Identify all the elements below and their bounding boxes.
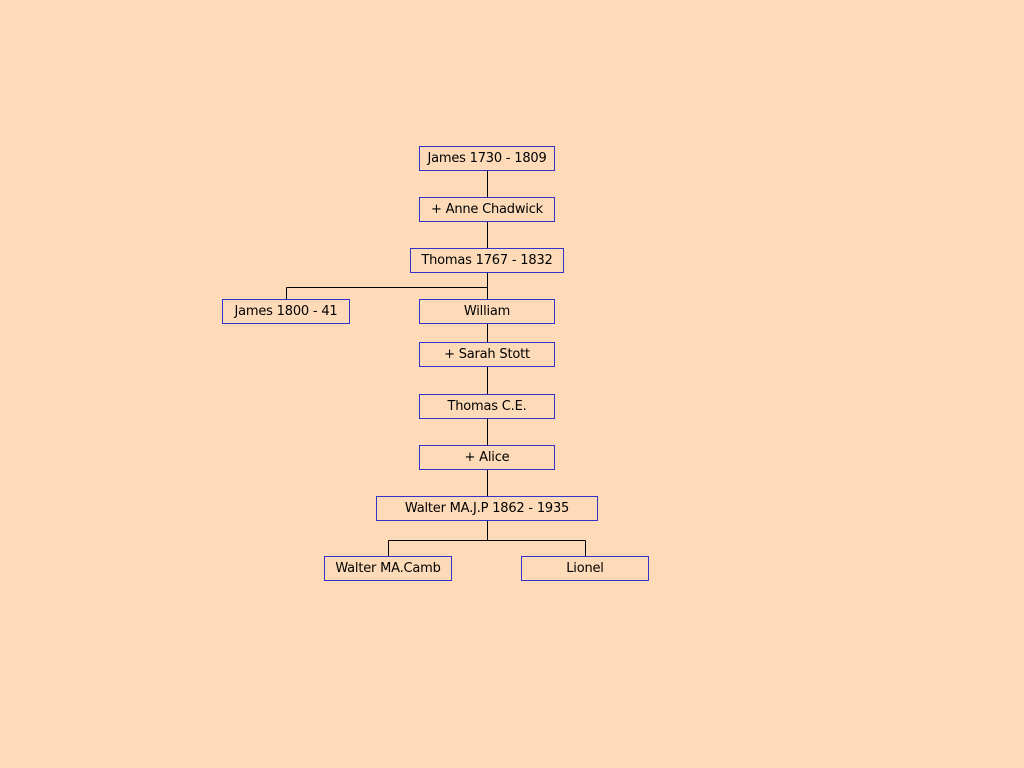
node-walter-camb: Walter MA.Camb bbox=[324, 556, 452, 581]
node-james-1730: James 1730 - 1809 bbox=[419, 146, 555, 171]
node-james-1800: James 1800 - 41 bbox=[222, 299, 350, 324]
node-william: William bbox=[419, 299, 555, 324]
node-alice: + Alice bbox=[419, 445, 555, 470]
node-sarah-stott: + Sarah Stott bbox=[419, 342, 555, 367]
node-thomas-1767: Thomas 1767 - 1832 bbox=[410, 248, 564, 273]
node-lionel: Lionel bbox=[521, 556, 649, 581]
node-anne-chadwick: + Anne Chadwick bbox=[419, 197, 555, 222]
node-thomas-ce: Thomas C.E. bbox=[419, 394, 555, 419]
node-walter-1862: Walter MA.J.P 1862 - 1935 bbox=[376, 496, 598, 521]
